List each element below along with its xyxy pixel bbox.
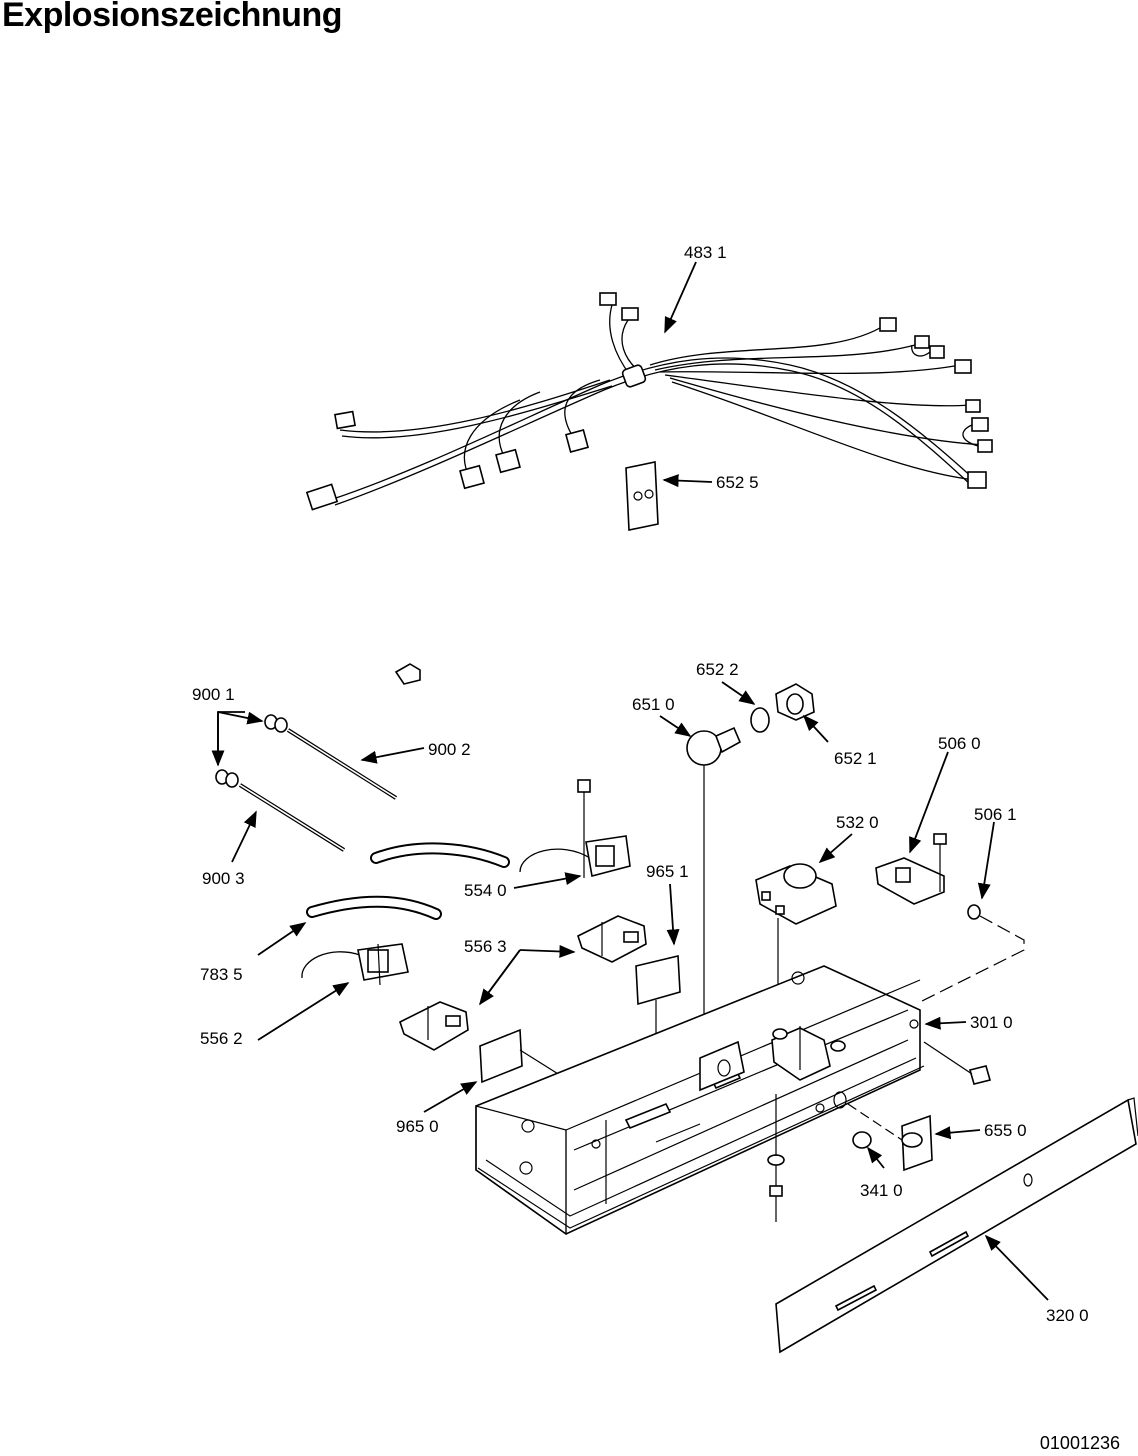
callout-5320: 532 0 [836,813,879,832]
callout-4831: 483 1 [684,243,727,262]
cover-plate [625,461,659,531]
callout-3200: 320 0 [1046,1306,1089,1325]
screw-3010 [923,1041,991,1085]
lamp-holder [775,683,815,721]
callout-6525: 652 5 [716,473,759,492]
callout-6550: 655 0 [984,1121,1027,1140]
callout-5540: 554 0 [464,881,507,900]
callout-5562: 556 2 [200,1029,243,1048]
label-9651 [635,955,681,1006]
door-switch [847,1103,933,1172]
switch-5563-a [399,1001,469,1051]
lamp-socket-ring [750,707,770,733]
knob [852,1131,872,1149]
callout-6522: 652 2 [696,660,739,679]
callout-5061: 506 1 [974,805,1017,824]
thermostat [755,863,837,925]
callout-5060: 506 0 [938,734,981,753]
callout-9651: 965 1 [646,862,689,881]
screw-lower [767,1094,785,1222]
trim-strip [775,1097,1138,1354]
switch-5540 [519,779,631,878]
callout-9001: 900 1 [192,685,235,704]
callout-3410: 341 0 [860,1181,903,1200]
nuts [215,714,288,788]
light-bulb [686,726,742,766]
callout-6510: 651 0 [632,695,675,714]
relay [875,833,947,905]
label-9650 [479,1028,523,1084]
callout-5563: 556 3 [464,937,507,956]
callout-9003: 900 3 [202,869,245,888]
clip [394,663,421,685]
switch-5562 [301,943,409,986]
callout-7835: 783 5 [200,965,243,984]
callout-3010: 301 0 [970,1013,1013,1032]
callout-9002: 900 2 [428,740,471,759]
wiring-harness [305,292,993,511]
callout-9650: 965 0 [396,1117,439,1136]
switch-5563-b [577,915,647,963]
control-housing [475,965,925,1236]
document-number: 01001236 [1039,1433,1120,1453]
page-title: Explosionszeichnung [2,0,342,34]
callout-6521: 652 1 [834,749,877,768]
clip-5061 [967,904,981,920]
